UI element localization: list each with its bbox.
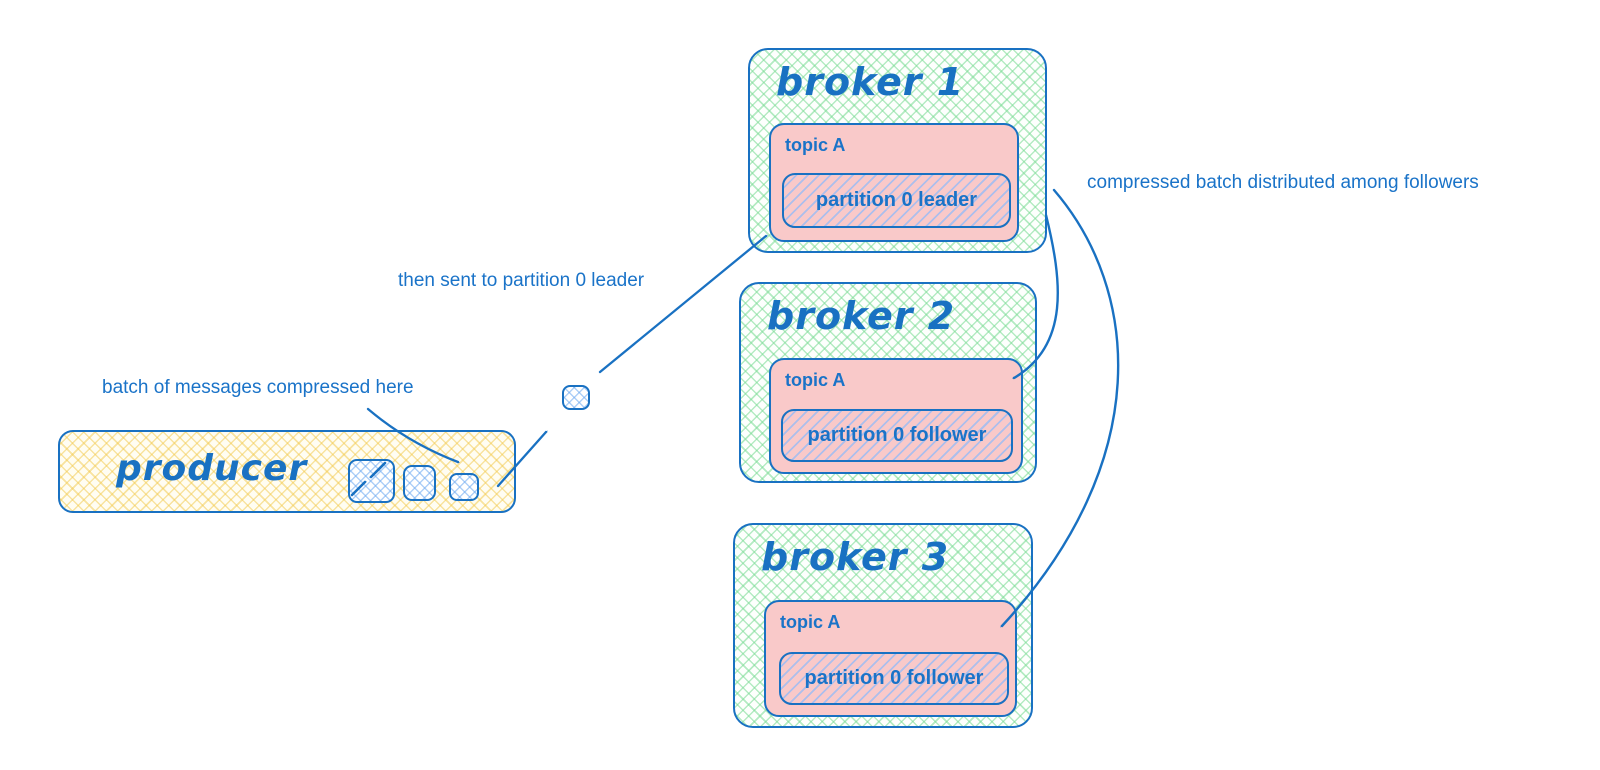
compressed-batch-box	[562, 385, 590, 410]
annotation-batch-compressed: batch of messages compressed here	[102, 377, 414, 398]
broker-1-partition-label: partition 0 leader	[815, 189, 978, 211]
broker-2-topic-box: topic A partition 0 follower	[769, 358, 1023, 474]
broker-2-title: broker 2	[767, 294, 956, 338]
broker-3-box: broker 3 topic A partition 0 follower	[733, 523, 1033, 728]
annotation-then-sent: then sent to partition 0 leader	[398, 270, 645, 291]
broker-1-topic-label: topic A	[785, 135, 846, 155]
producer-box: producer	[58, 430, 516, 513]
broker-3-title: broker 3	[761, 535, 950, 579]
broker-3-partition-box: partition 0 follower	[779, 652, 1009, 705]
broker-1-box: broker 1 topic A partition 0 leader	[748, 48, 1047, 253]
broker-3-topic-label: topic A	[780, 612, 841, 632]
broker-3-topic-box: topic A partition 0 follower	[764, 600, 1017, 717]
message-box-small	[449, 473, 479, 501]
broker-2-topic-label: topic A	[785, 370, 846, 390]
broker-3-partition-label: partition 0 follower	[804, 667, 984, 689]
annotation-distributed: compressed batch distributed among follo…	[1087, 172, 1479, 193]
producer-label: producer	[116, 448, 308, 489]
broker-1-topic-box: topic A partition 0 leader	[769, 123, 1019, 242]
message-box-medium	[403, 465, 436, 501]
broker-2-partition-box: partition 0 follower	[781, 409, 1013, 462]
message-box-compressing	[348, 459, 395, 503]
broker-2-box: broker 2 topic A partition 0 follower	[739, 282, 1037, 483]
broker-1-title: broker 1	[776, 60, 965, 104]
broker-2-partition-label: partition 0 follower	[807, 424, 987, 446]
broker-1-partition-box: partition 0 leader	[782, 173, 1011, 228]
